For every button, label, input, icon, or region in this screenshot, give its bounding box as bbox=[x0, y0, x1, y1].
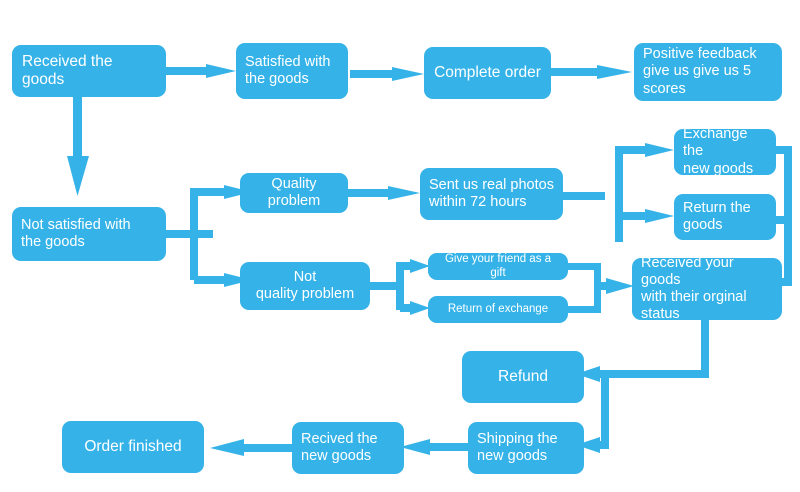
node-refund[interactable]: Refund bbox=[462, 351, 584, 403]
node-return-goods[interactable]: Return the goods bbox=[674, 194, 776, 240]
node-not-satisfied[interactable]: Not satisfied with the goods bbox=[12, 207, 166, 261]
node-label: Give your friend as a gift bbox=[444, 252, 552, 279]
node-quality-problem[interactable]: Quality problem bbox=[240, 173, 348, 213]
node-label: Quality problem bbox=[267, 175, 321, 209]
node-label: Complete order bbox=[434, 63, 541, 81]
node-label: Recived the new goods bbox=[301, 430, 378, 464]
node-label: Positive feedback give us give us 5 scor… bbox=[643, 46, 757, 97]
node-received-your-goods[interactable]: Received your goods with their orginal s… bbox=[632, 254, 782, 323]
node-label: Return the goods bbox=[683, 199, 751, 233]
node-label: Received your goods with their orginal s… bbox=[641, 254, 747, 323]
node-label: Refund bbox=[498, 367, 548, 385]
node-label: Received the goods bbox=[22, 52, 113, 88]
node-not-quality-problem[interactable]: Not quality problem bbox=[240, 262, 370, 310]
node-label: Not satisfied with the goods bbox=[21, 216, 131, 250]
node-label: Sent us real photos within 72 hours bbox=[429, 176, 554, 210]
node-label: Satisfied with the goods bbox=[245, 53, 331, 87]
node-sent-photos[interactable]: Sent us real photos within 72 hours bbox=[420, 168, 563, 220]
node-positive-feedback[interactable]: Positive feedback give us give us 5 scor… bbox=[634, 43, 782, 101]
node-exchange-new-goods[interactable]: Exchange the new goods bbox=[674, 126, 776, 177]
node-label: Return of exchange bbox=[447, 302, 549, 315]
node-shipping-new-goods[interactable]: Shipping the new goods bbox=[468, 422, 584, 474]
node-give-friend-gift[interactable]: Give your friend as a gift bbox=[428, 253, 568, 280]
node-order-finished[interactable]: Order finished bbox=[62, 421, 204, 473]
node-satisfied-with-goods[interactable]: Satisfied with the goods bbox=[236, 43, 348, 99]
node-complete-order[interactable]: Complete order bbox=[424, 47, 551, 99]
node-recived-new-goods[interactable]: Recived the new goods bbox=[292, 422, 404, 474]
node-received-goods[interactable]: Received the goods bbox=[12, 45, 166, 97]
node-label: Exchange the new goods bbox=[683, 126, 754, 177]
node-label: Not quality problem bbox=[255, 268, 355, 302]
node-return-of-exchange[interactable]: Return of exchange bbox=[428, 296, 568, 323]
node-label: Shipping the new goods bbox=[477, 430, 558, 464]
node-label: Order finished bbox=[84, 437, 182, 455]
